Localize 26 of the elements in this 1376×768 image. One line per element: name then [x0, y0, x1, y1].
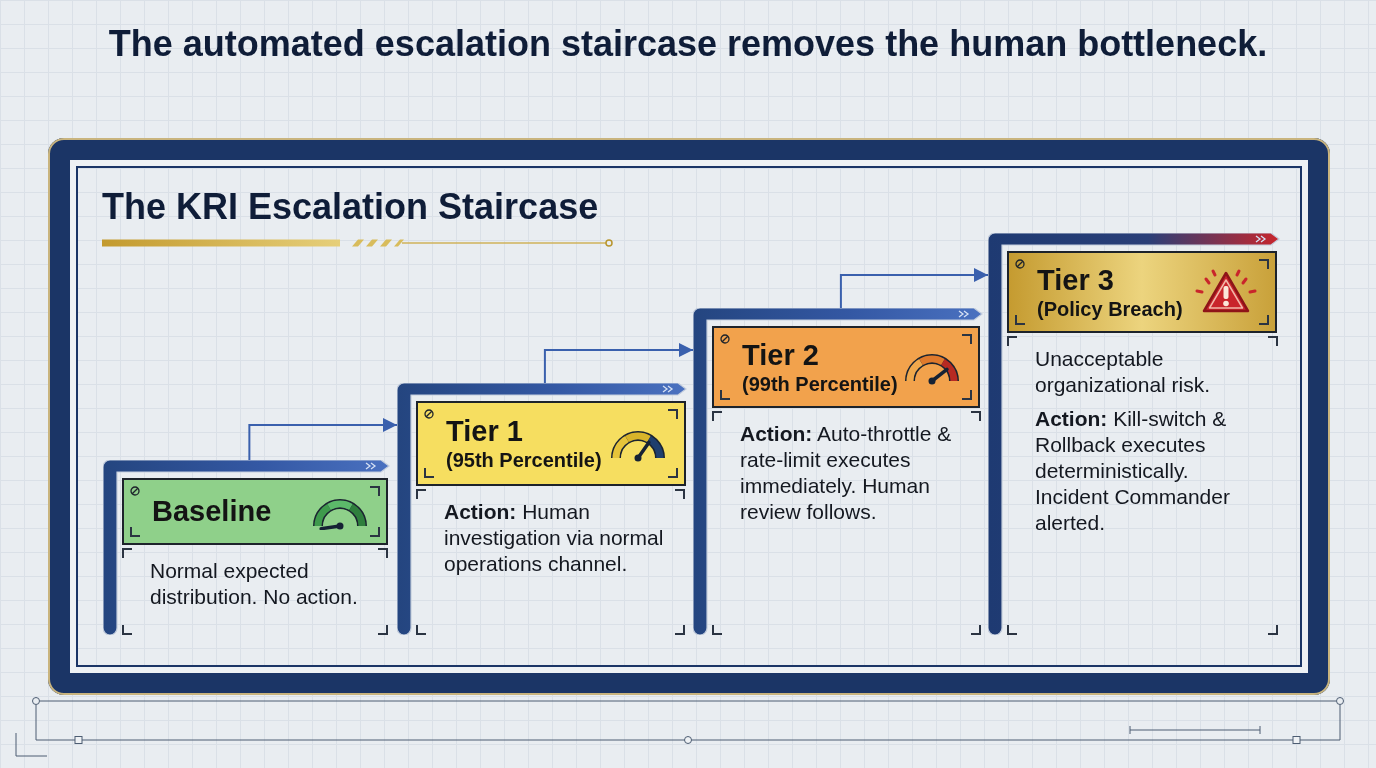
arrow: [248, 418, 398, 461]
stair-step: [988, 233, 1280, 635]
tier-title: Tier 1: [446, 415, 524, 448]
arrow: [839, 268, 989, 309]
stair-step: [693, 308, 983, 635]
tier-label: [712, 326, 980, 408]
tier-title: Tier 2: [742, 338, 820, 372]
tier-subtitle: (99th Percentile): [742, 371, 898, 396]
step-description: Action: Kill-switch & Rollback executes deterministically. Incident Commander alerted.: [1035, 406, 1231, 536]
step-description: Action: Auto-throttle & rate-limit executes immediately. Human review follows.: [740, 421, 953, 525]
step-description: Action: Human investigation via normal operations channel.: [444, 499, 665, 577]
arrow: [543, 343, 694, 384]
step-description: Normal expected distribution. No action.: [150, 558, 359, 610]
stair-step: [397, 383, 687, 635]
page-title: The automated escalation staircase removes the human bottleneck.: [108, 22, 1268, 66]
tier-subtitle: (95th Percentile): [446, 448, 602, 472]
tier-label: [122, 478, 388, 545]
tier-label: [1007, 251, 1277, 333]
tier-subtitle: (Policy Breach): [1037, 296, 1183, 321]
panel-heading: The KRI Escalation Staircase: [102, 186, 599, 228]
tier-title: Tier 3: [1037, 263, 1115, 297]
frame-panel: [48, 138, 1330, 695]
stair-step: [103, 460, 390, 635]
tier-title: Baseline: [152, 495, 272, 528]
tier-label: [416, 401, 686, 486]
step-description: Unacceptable organizational risk.: [1035, 346, 1212, 398]
